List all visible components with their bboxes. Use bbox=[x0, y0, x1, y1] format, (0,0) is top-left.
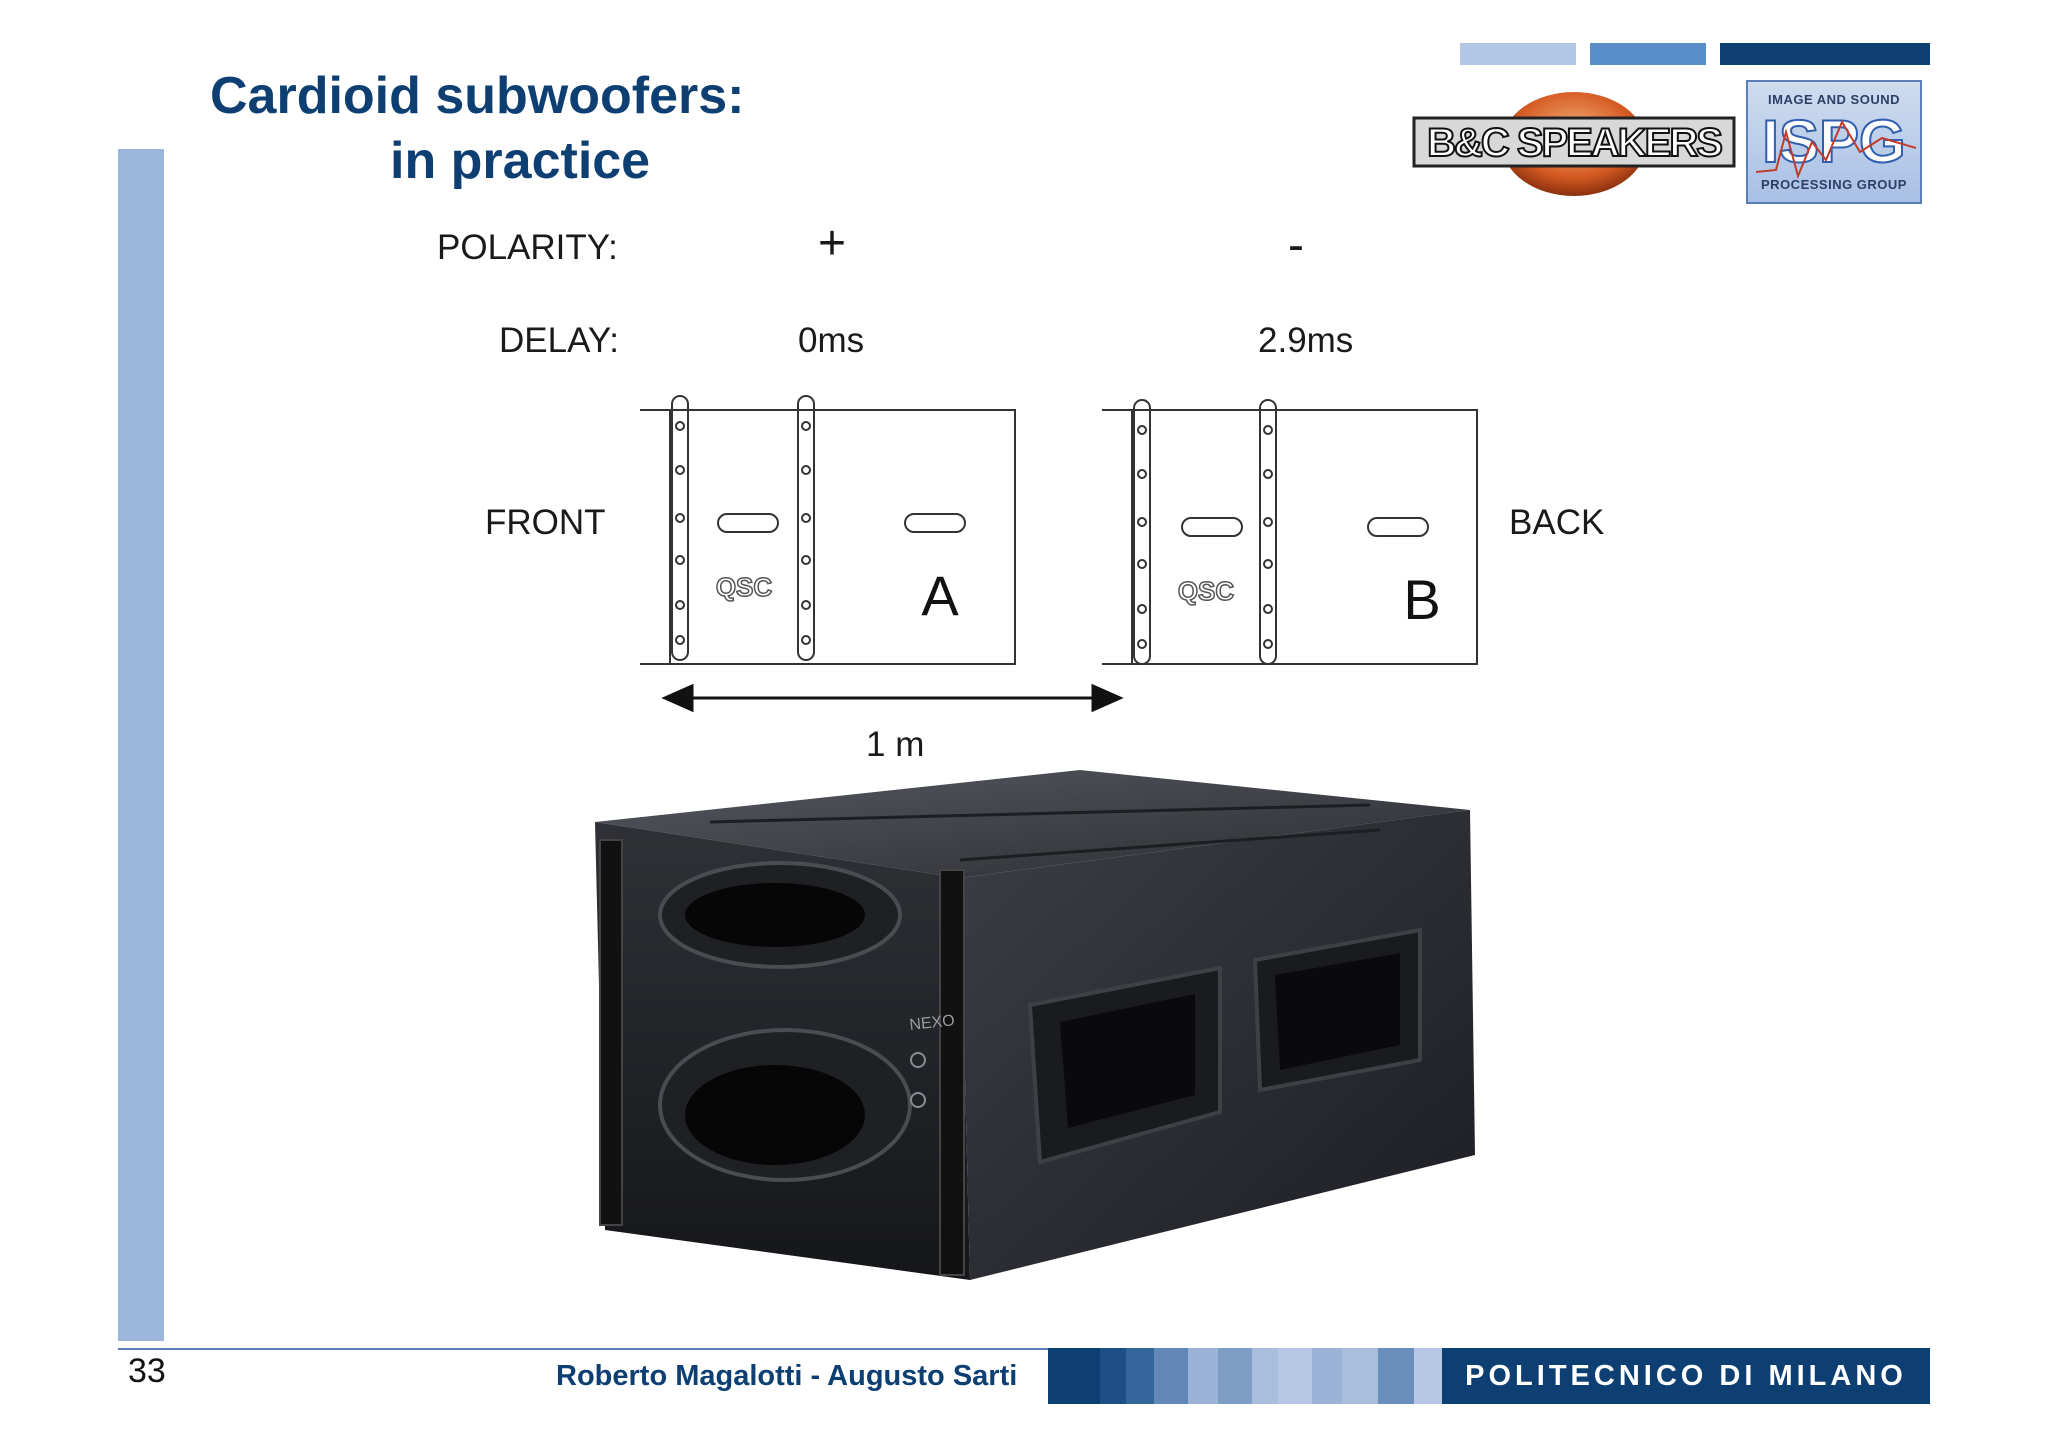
slide-title-line1: Cardioid subwoofers: bbox=[210, 67, 745, 125]
slide-title-line2: in practice bbox=[390, 132, 651, 190]
polarity-label: POLARITY: bbox=[437, 228, 618, 267]
footer-rule bbox=[118, 1348, 1048, 1350]
box-a-letter: A bbox=[921, 564, 959, 627]
box-b-letter: B bbox=[1403, 568, 1440, 631]
nexo-subwoofer-photo: NEXO bbox=[595, 770, 1475, 1280]
cabinet-top bbox=[595, 770, 1470, 878]
sub-box-a bbox=[640, 395, 1016, 665]
back-label: BACK bbox=[1509, 503, 1605, 542]
ispg-bottom-text: PROCESSING GROUP bbox=[1761, 177, 1907, 192]
ispg-signal-icon bbox=[1756, 119, 1916, 180]
nexo-badge: NEXO bbox=[909, 1012, 956, 1034]
page-number: 33 bbox=[128, 1352, 166, 1390]
ispg-top-text: IMAGE AND SOUND bbox=[1768, 92, 1900, 107]
sub-box-b bbox=[1102, 399, 1478, 665]
politecnico-brand: POLITECNICO DI MILANO bbox=[1442, 1348, 1930, 1404]
delay-a: 0ms bbox=[798, 321, 865, 360]
cardioid-diagram: QSC A QSC B bbox=[640, 395, 1478, 713]
footer-authors: Roberto Magalotti - Augusto Sarti bbox=[556, 1360, 1018, 1392]
ispg-logo: IMAGE AND SOUND ISPG PROCESSING GROUP bbox=[1746, 80, 1922, 204]
box-a-brand: QSC bbox=[716, 572, 773, 602]
distance-label: 1 m bbox=[866, 725, 925, 764]
bc-speakers-logo: B&C SPEAKERS bbox=[1412, 92, 1736, 196]
left-accent-bar bbox=[118, 149, 164, 1341]
polarity-a: + bbox=[818, 217, 847, 270]
polarity-b: - bbox=[1288, 219, 1304, 272]
delay-label: DELAY: bbox=[499, 321, 619, 360]
delay-b: 2.9ms bbox=[1258, 321, 1354, 360]
top-bar-dark bbox=[1720, 43, 1930, 65]
front-label: FRONT bbox=[485, 503, 606, 542]
box-b-brand: QSC bbox=[1178, 576, 1235, 606]
distance-arrow bbox=[661, 683, 1124, 713]
bc-logo-text: B&C SPEAKERS bbox=[1427, 121, 1722, 165]
top-bar-light bbox=[1460, 43, 1576, 65]
top-bar-mid bbox=[1590, 43, 1706, 65]
